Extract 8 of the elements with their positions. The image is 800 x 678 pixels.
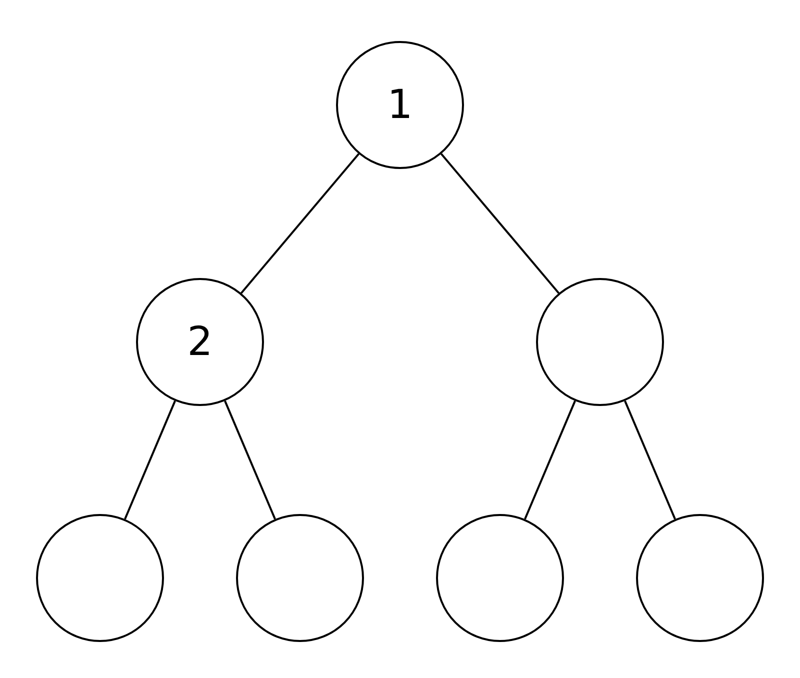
connector-line — [224, 400, 276, 520]
node-label: 1 — [387, 82, 413, 128]
node-label: 2 — [187, 319, 213, 365]
connector-line — [440, 153, 560, 294]
connector-line — [624, 400, 676, 520]
connector-line — [524, 400, 576, 520]
connector-line — [124, 400, 176, 520]
connector-line — [240, 153, 360, 294]
